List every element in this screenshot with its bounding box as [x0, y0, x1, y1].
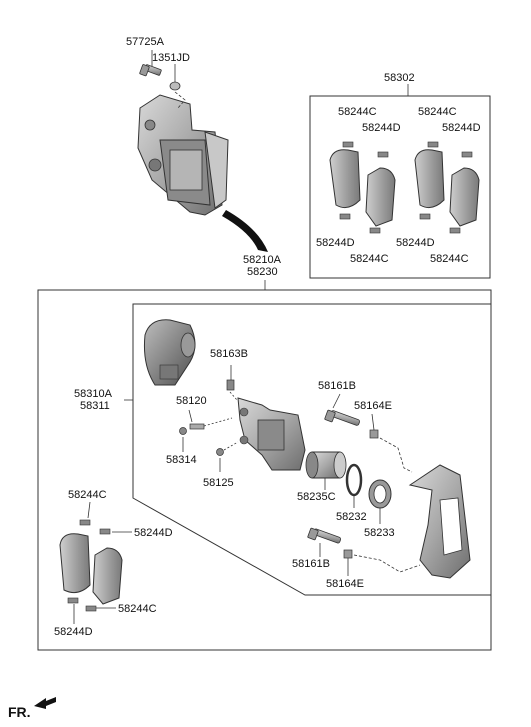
caliper-housing-drawing	[237, 397, 306, 471]
part-label-58314: 58314	[166, 454, 197, 466]
part-label-58244C: 58244C	[430, 253, 469, 265]
part-label-58210A: 58210A	[243, 254, 281, 266]
part-label-58161B: 58161B	[318, 380, 356, 392]
assembly-arrow	[222, 210, 268, 252]
bushing-upper-drawing	[369, 429, 379, 439]
part-label-58125: 58125	[203, 477, 234, 489]
front-direction-label: FR.	[8, 704, 31, 720]
pad-kit-box	[309, 95, 491, 279]
part-label-58230: 58230	[247, 266, 278, 278]
washer-1351JD-drawing	[169, 81, 181, 91]
part-label-58244C: 58244C	[118, 603, 157, 615]
part-label-58164E: 58164E	[326, 578, 364, 590]
pad-set-lower-left-drawing	[59, 519, 123, 612]
part-label-58244D: 58244D	[442, 122, 481, 134]
parking-brake-motor-drawing	[144, 319, 196, 386]
part-label-58244D: 58244D	[54, 626, 93, 638]
part-label-58244C: 58244C	[350, 253, 389, 265]
part-label-58244C: 58244C	[338, 106, 377, 118]
part-label-58244D: 58244D	[396, 237, 435, 249]
part-label-58244D: 58244D	[316, 237, 355, 249]
part-label-1351JD: 1351JD	[152, 52, 190, 64]
part-label-58161B: 58161B	[292, 558, 330, 570]
front-direction-arrow	[34, 697, 56, 709]
part-label-58232: 58232	[336, 511, 367, 523]
part-label-58244D: 58244D	[362, 122, 401, 134]
piston-drawing	[305, 451, 347, 479]
part-label-58233: 58233	[364, 527, 395, 539]
part-label-58120: 58120	[176, 395, 207, 407]
dust-boot-drawing	[368, 479, 392, 509]
bolt-57725A-drawing	[139, 64, 162, 77]
part-label-58302: 58302	[384, 72, 415, 84]
part-label-58163B: 58163B	[210, 348, 248, 360]
pad-kit-pads	[329, 141, 480, 234]
piston-seal-drawing	[345, 463, 363, 497]
part-label-58244D: 58244D	[134, 527, 173, 539]
caliper-assembly-top	[137, 94, 229, 216]
bushing-lower-drawing	[343, 549, 353, 559]
part-label-58311: 58311	[80, 400, 110, 412]
part-label-58164E: 58164E	[354, 400, 392, 412]
part-label-58244C: 58244C	[418, 106, 457, 118]
caliper-carrier-drawing	[408, 464, 471, 579]
part-label-58310A: 58310A	[74, 388, 112, 400]
part-label-58244C: 58244C	[68, 489, 107, 501]
guide-pin-upper-drawing	[324, 409, 360, 426]
caliper-body-region	[132, 303, 492, 596]
part-label-58235C: 58235C	[297, 491, 336, 503]
part-label-57725A: 57725A	[126, 36, 164, 48]
guide-pin-lower-drawing	[307, 527, 342, 544]
